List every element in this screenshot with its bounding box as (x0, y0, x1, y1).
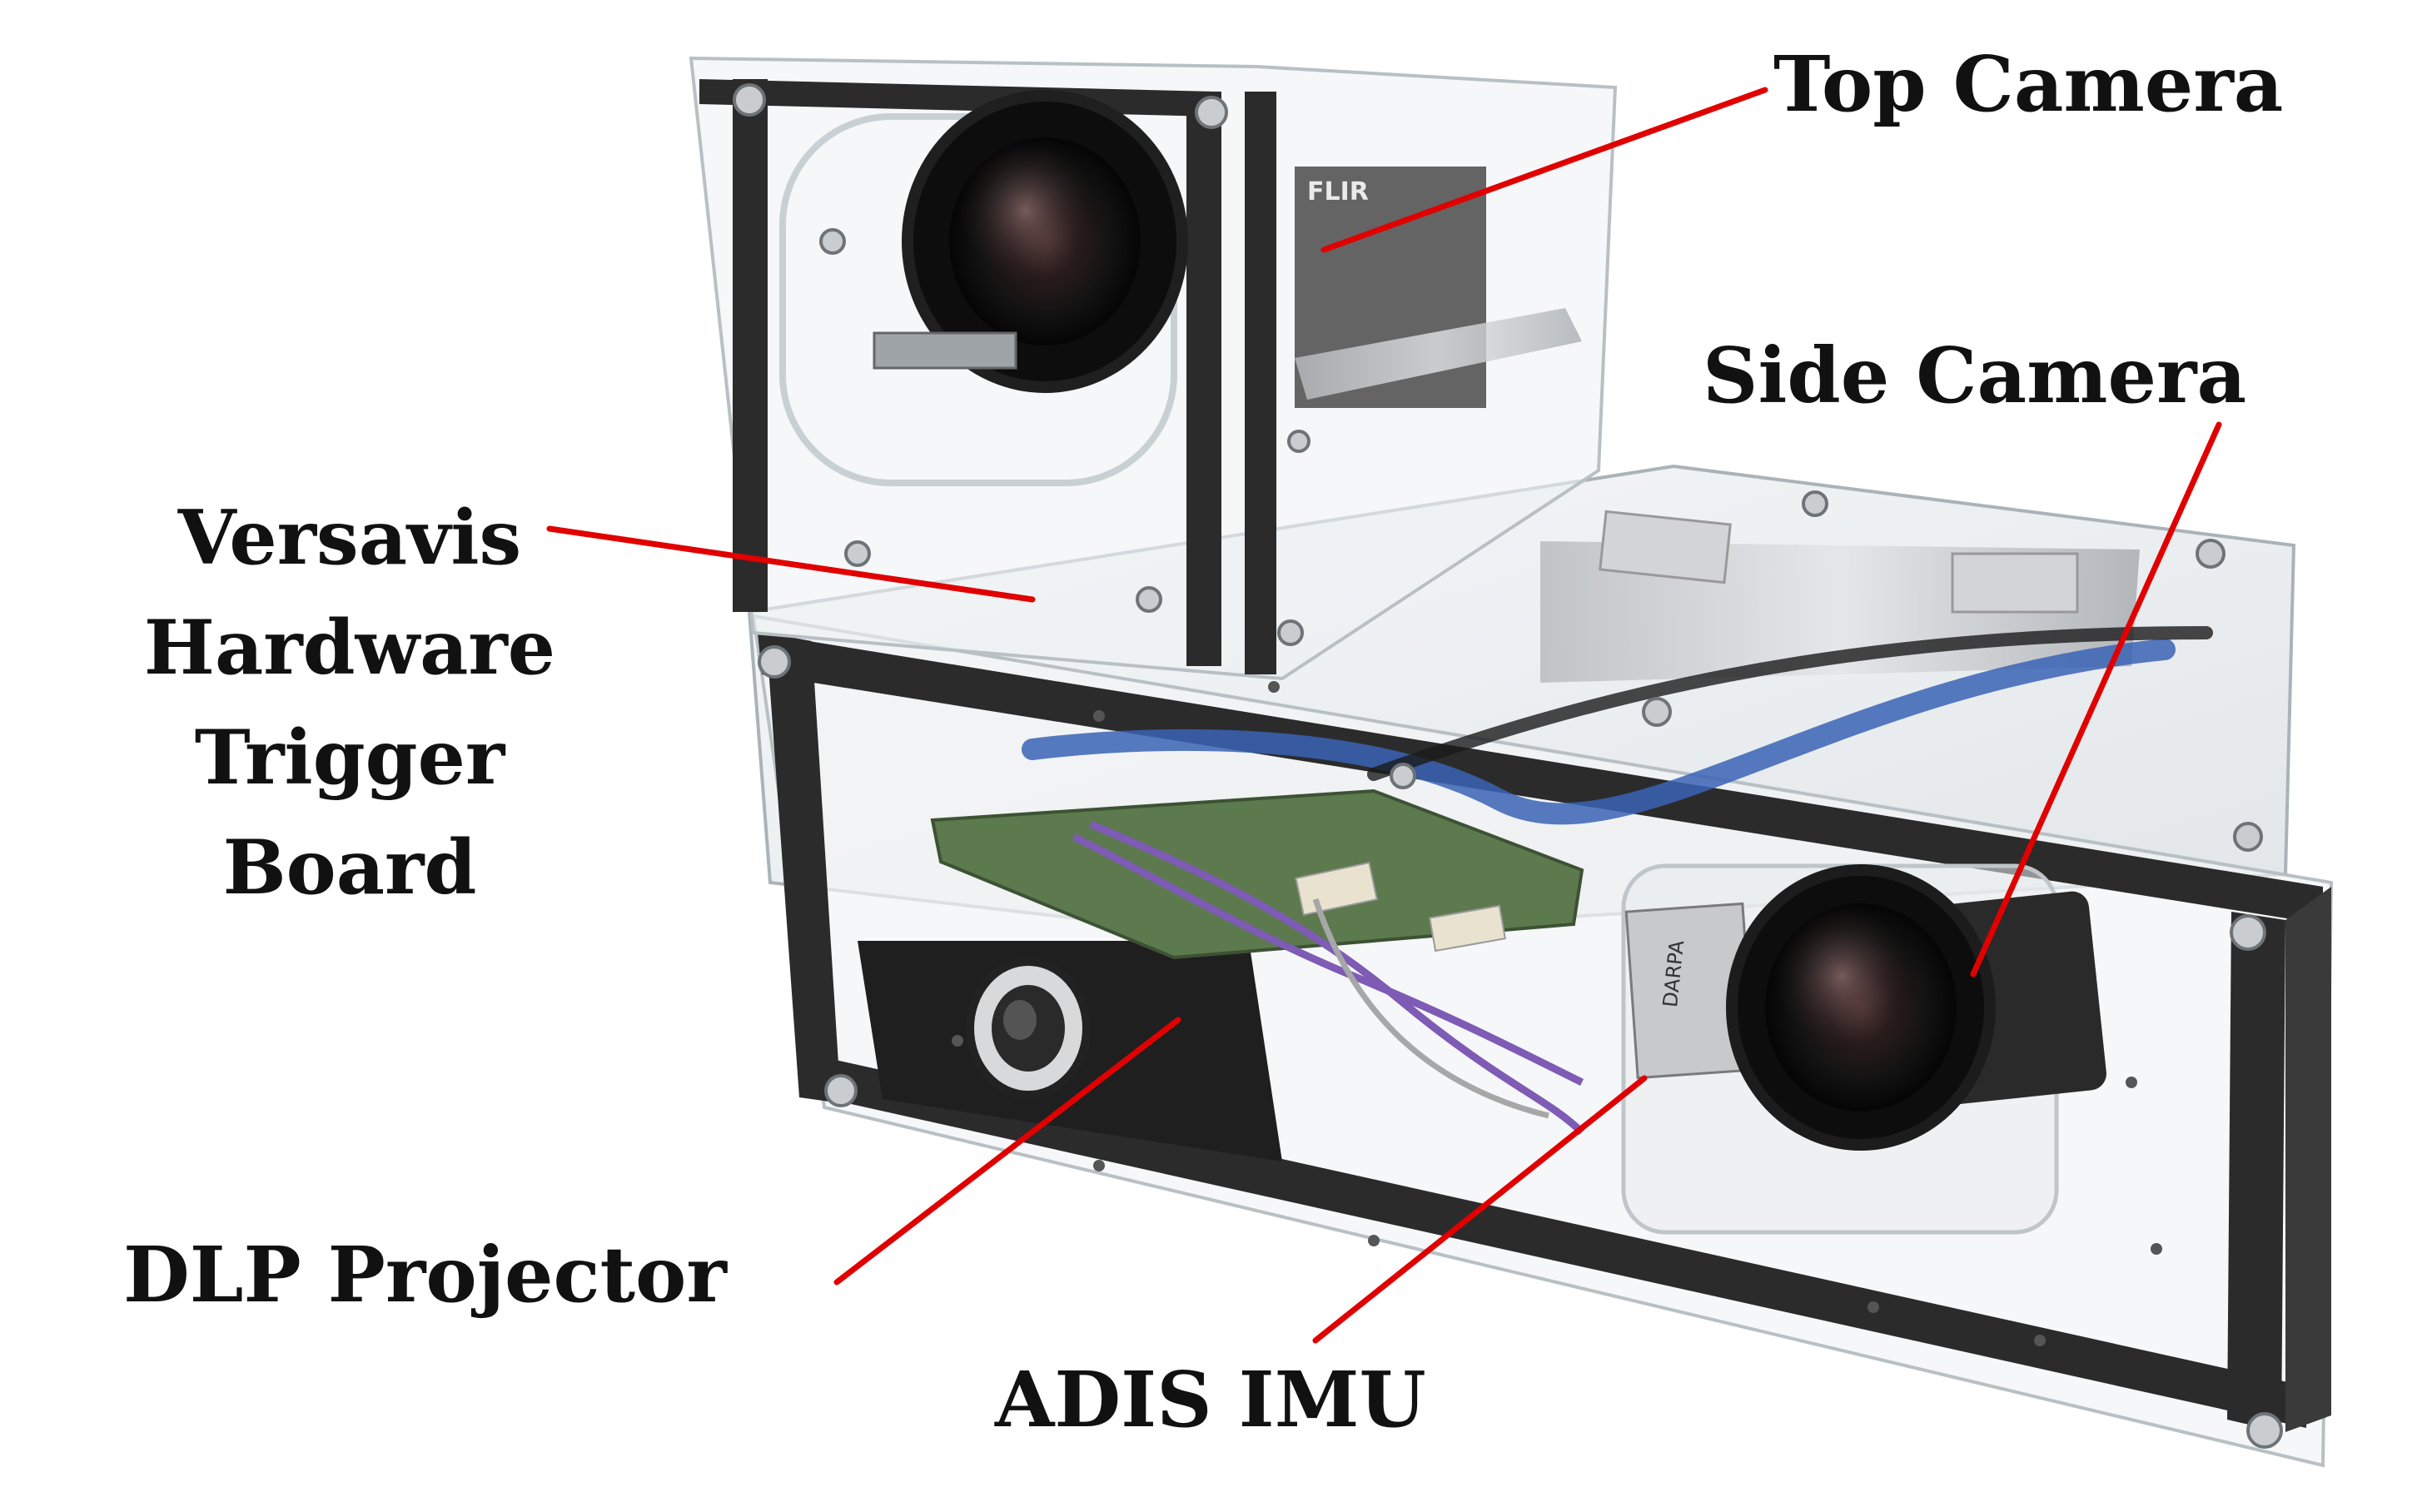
label-adis-imu: ADIS IMU (995, 1355, 1426, 1445)
blue-cable (1022, 639, 2176, 825)
label-versavis-line-2: Hardware (143, 604, 556, 692)
top-camera-housing: FLIR (689, 56, 1618, 681)
camera-mount-plate (1295, 308, 1582, 400)
label-side-camera: Side Camera (1703, 331, 2247, 420)
upper-bolts (733, 83, 1310, 646)
flir-logo: FLIR (1307, 177, 1369, 206)
purple-wire (1089, 820, 1585, 1136)
top-camera (873, 90, 1188, 393)
label-versavis-line-1: Versavis (177, 494, 522, 582)
thermal-pad (1599, 510, 1732, 584)
projector-lens (966, 957, 1091, 1099)
upper-frame-rails (699, 79, 1276, 674)
main-enclosure: DARPA (747, 464, 2334, 1468)
frame-rails (758, 633, 2331, 1432)
leader-line-versavis (546, 525, 1036, 603)
thermal-pad (1951, 552, 2079, 614)
label-dlp-projector: DLP Projector (123, 1230, 727, 1320)
leader-line-side-camera (1970, 421, 2222, 977)
label-versavis-line-3: Trigger (194, 714, 505, 802)
grey-wire (1312, 898, 1549, 1119)
leader-line-top-camera (1320, 87, 1768, 253)
pcb-connector (1429, 904, 1506, 952)
leader-line-adis-imu (1312, 1075, 1648, 1344)
label-top-camera: Top Camera (1773, 39, 2284, 129)
leader-line-dlp-projector (833, 1017, 1181, 1286)
side-camera (1726, 864, 2106, 1151)
pcb-board (930, 788, 1584, 960)
leader-lines (546, 87, 2222, 1344)
label-versavis-line-4: Board (222, 823, 477, 912)
label-versavis-board: Versavis Hardware Trigger Board (117, 483, 583, 923)
screw-holes (952, 681, 2162, 1346)
bolts (758, 490, 2283, 1449)
black-cable (1367, 626, 2213, 781)
